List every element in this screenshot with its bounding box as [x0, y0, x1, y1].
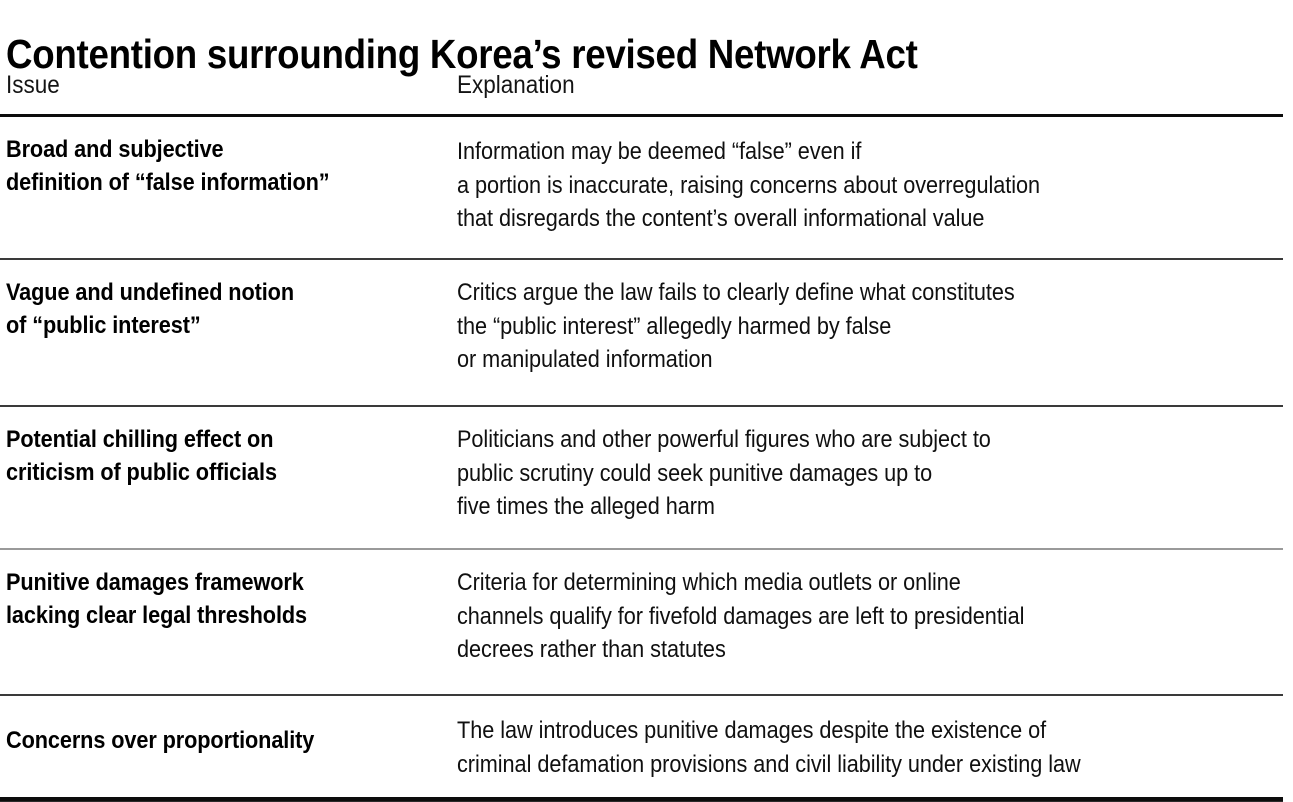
- table-header-row: Issue Explanation: [0, 62, 1293, 114]
- issue-label: Punitive damages framework lacking clear…: [6, 569, 308, 629]
- table-row: Concerns over proportionality The law in…: [0, 696, 1293, 797]
- column-header-issue-label: Issue: [6, 71, 60, 99]
- page-title: Contention surrounding Korea’s revised N…: [6, 31, 918, 78]
- explanation-text: The law introduces punitive damages desp…: [457, 717, 1081, 778]
- cell-issue: Vague and undefined notion of “public in…: [0, 276, 453, 342]
- cell-issue: Broad and subjective definition of “fals…: [0, 133, 453, 199]
- table-row: Punitive damages framework lacking clear…: [0, 550, 1293, 694]
- row-divider: [0, 548, 1283, 550]
- explanation-text: Critics argue the law fails to clearly d…: [457, 279, 1015, 373]
- explanation-text: Information may be deemed “false” even i…: [457, 138, 1041, 232]
- cell-issue: Punitive damages framework lacking clear…: [0, 566, 453, 632]
- issue-label: Broad and subjective definition of “fals…: [6, 136, 330, 196]
- row-divider: [0, 694, 1283, 696]
- cell-explanation: Critics argue the law fails to clearly d…: [453, 276, 1293, 377]
- cell-explanation: Politicians and other powerful figures w…: [453, 423, 1293, 524]
- explanation-text: Politicians and other powerful figures w…: [457, 426, 991, 520]
- table-bottom-divider: [0, 797, 1283, 802]
- column-header-explanation-label: Explanation: [457, 71, 575, 99]
- issue-label: Potential chilling effect on criticism o…: [6, 426, 277, 486]
- contention-table: Issue Explanation Broad and subjective d…: [0, 62, 1293, 802]
- explanation-text: Criteria for determining which media out…: [457, 569, 1025, 663]
- cell-explanation: Criteria for determining which media out…: [453, 566, 1293, 667]
- header-divider: [0, 114, 1283, 117]
- row-divider: [0, 405, 1283, 407]
- table-row: Vague and undefined notion of “public in…: [0, 260, 1293, 405]
- cell-issue: Concerns over proportionality: [0, 712, 453, 757]
- cell-issue: Potential chilling effect on criticism o…: [0, 423, 453, 489]
- cell-explanation: Information may be deemed “false” even i…: [453, 133, 1293, 236]
- row-divider: [0, 258, 1283, 260]
- table-row: Potential chilling effect on criticism o…: [0, 407, 1293, 548]
- table-row: Broad and subjective definition of “fals…: [0, 117, 1293, 258]
- column-header-issue: Issue: [0, 70, 453, 100]
- issue-label: Vague and undefined notion of “public in…: [6, 279, 295, 339]
- issue-label: Concerns over proportionality: [6, 727, 315, 754]
- column-header-explanation: Explanation: [453, 70, 1293, 100]
- cell-explanation: The law introduces punitive damages desp…: [453, 712, 1293, 781]
